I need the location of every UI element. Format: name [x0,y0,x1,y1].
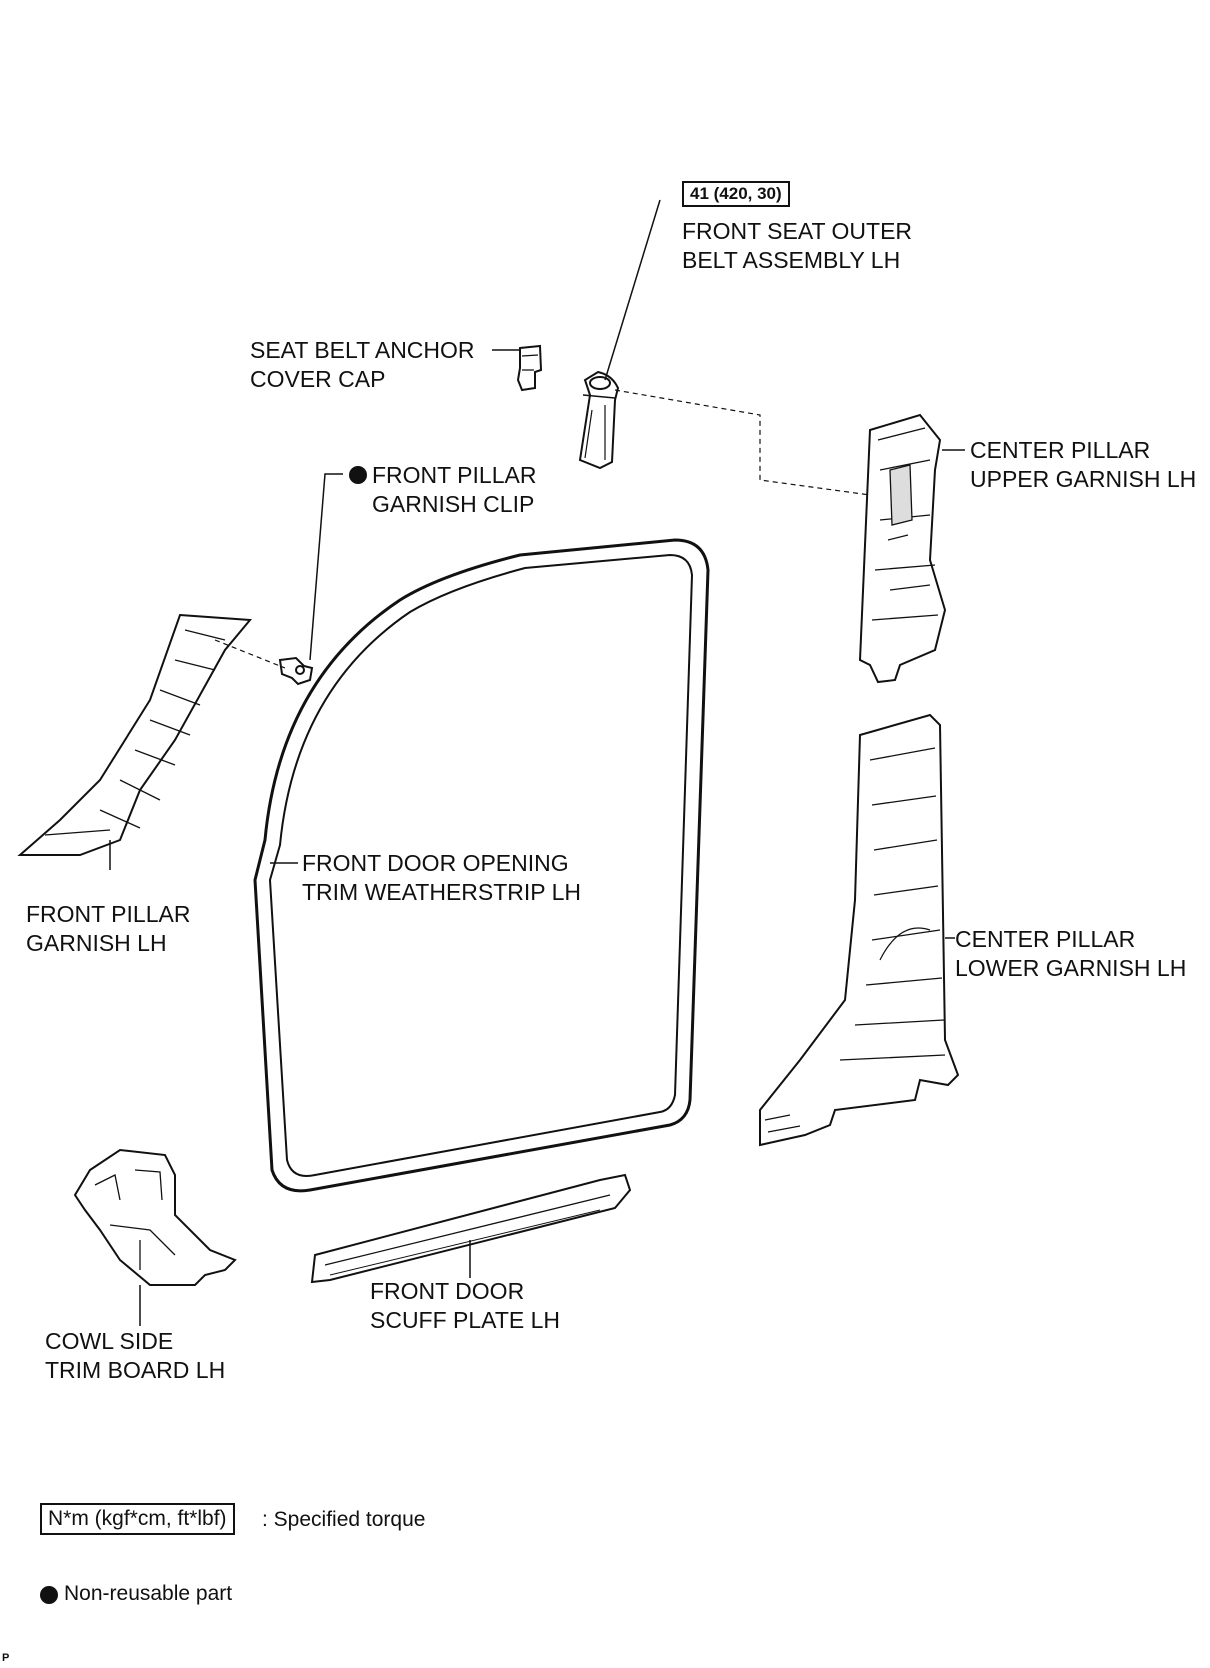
legend-nonreusable-desc: Non-reusable part [64,1582,233,1605]
label-front-pillar-garnish: FRONT PILLAR GARNISH LH [26,901,191,956]
label-front-door-scuff-plate: FRONT DOOR SCUFF PLATE LH [370,1278,560,1333]
dashed-belt-to-garnish [614,389,871,496]
legend-nonreusable-dot [40,1586,58,1604]
garnish-clip-part [278,656,314,686]
label-front-pillar-garnish-clip: FRONT PILLAR GARNISH CLIP [372,462,537,517]
scuff-plate-part [310,1173,632,1284]
center-pillar-upper-garnish-part [858,413,947,684]
legend-torque-unit-box: N*m (kgf*cm, ft*lbf) [40,1503,235,1535]
label-front-seat-outer-belt: FRONT SEAT OUTER BELT ASSEMBLY LH [682,218,913,273]
torque-spec-box: 41 (420, 30) [682,181,790,207]
label-cowl-side-trim-board: COWL SIDE TRIM BOARD LH [45,1328,226,1383]
leader-clip [309,473,343,661]
weatherstrip-part [253,538,710,1193]
cowl-side-trim-part [73,1148,237,1286]
dashed-clip-to-pillar [214,639,286,669]
anchor-cover-cap-part [516,344,543,392]
label-center-pillar-lower-garnish: CENTER PILLAR LOWER GARNISH LH [955,926,1187,981]
label-center-pillar-upper-garnish: CENTER PILLAR UPPER GARNISH LH [970,437,1197,492]
front-pillar-garnish-part [17,613,253,856]
leader-belt-torque [604,199,661,381]
label-front-door-opening-trim: FRONT DOOR OPENING TRIM WEATHERSTRIP LH [302,850,581,905]
center-pillar-lower-garnish-part [759,713,960,1147]
legend-torque-desc: : Specified torque [262,1508,426,1531]
nonreusable-dot-clip [349,466,367,484]
seat-belt-anchor-part [578,370,620,470]
footer-code: P [2,1652,10,1664]
label-seat-belt-anchor-cap: SEAT BELT ANCHOR COVER CAP [250,337,475,392]
